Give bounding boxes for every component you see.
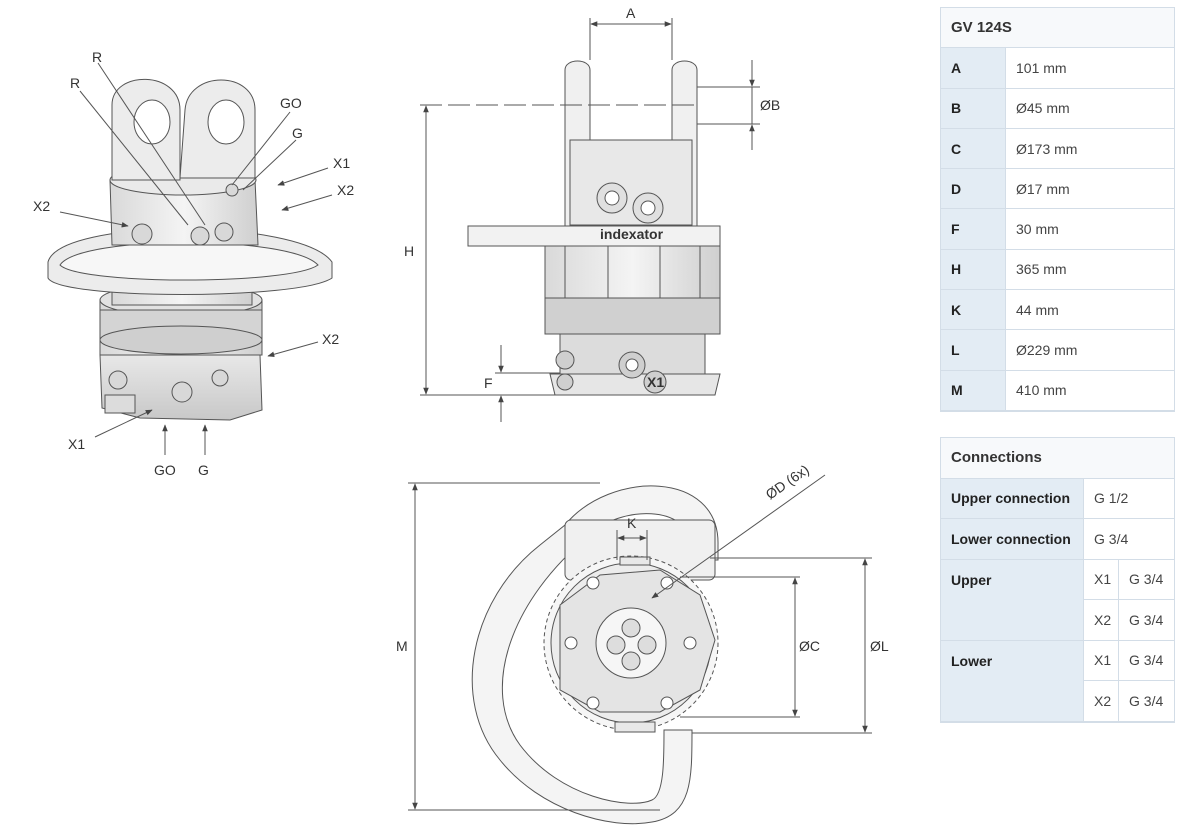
dim-label-m: M — [396, 638, 408, 654]
isometric-leaders — [59, 62, 333, 455]
technical-drawing: R R GO G X1 X2 X2 X2 X1 GO G — [33, 5, 889, 825]
table-row: Upper connection G 1/2 — [941, 478, 1174, 519]
spec-value: Ø229 mm — [1005, 329, 1174, 371]
top-view-dimensions — [408, 474, 872, 811]
port-value: G 3/4 — [1118, 599, 1174, 641]
spec-value: 365 mm — [1005, 249, 1174, 291]
isometric-labels: R R GO G X1 X2 X2 X2 X1 GO G — [33, 49, 354, 478]
iso-label-go-lower: GO — [154, 462, 176, 478]
port-value: G 3/4 — [1118, 559, 1174, 600]
isometric-rotator-view — [47, 78, 333, 421]
upper-connection-value: G 1/2 — [1083, 478, 1174, 519]
iso-label-g-lower: G — [198, 462, 209, 478]
iso-label-x2-upper-left: X2 — [33, 198, 50, 214]
spec-value: 30 mm — [1005, 208, 1174, 250]
dim-label-l: ØL — [870, 638, 889, 654]
spec-label: M — [941, 370, 1006, 411]
spec-label: K — [941, 289, 1006, 331]
dim-label-c: ØC — [799, 638, 820, 654]
connections-table-title: Connections — [941, 438, 1174, 479]
port-value: G 3/4 — [1118, 680, 1174, 722]
port-value: G 3/4 — [1118, 640, 1174, 681]
dim-label-h: H — [404, 243, 414, 259]
dim-label-a: A — [626, 5, 636, 21]
iso-label-r1: R — [92, 49, 102, 65]
spec-label: F — [941, 208, 1006, 250]
spec-value: 44 mm — [1005, 289, 1174, 331]
dim-label-d: ØD (6x) — [763, 461, 812, 502]
spec-value: 410 mm — [1005, 370, 1174, 411]
spec-value: Ø173 mm — [1005, 128, 1174, 170]
spec-label: L — [941, 329, 1006, 371]
table-row: Upper X1 G 3/4 — [941, 559, 1174, 641]
dim-label-k: K — [627, 515, 637, 531]
upper-ports-label: Upper — [941, 559, 1084, 641]
spec-table-title: GV 124S — [941, 8, 1174, 49]
spec-value: Ø17 mm — [1005, 168, 1174, 210]
port-name: X2 — [1083, 680, 1119, 722]
front-view-dimensions — [420, 18, 760, 422]
front-view — [467, 60, 721, 396]
dim-label-b: ØB — [760, 97, 780, 113]
top-view — [471, 485, 719, 825]
iso-label-r2: R — [70, 75, 80, 91]
spec-label: A — [941, 47, 1006, 89]
port-name: X1 — [1083, 640, 1119, 681]
iso-label-x1-upper: X1 — [333, 155, 350, 171]
iso-label-g-upper: G — [292, 125, 303, 141]
front-view-port-label: X1 — [647, 374, 664, 390]
iso-label-x1-lower: X1 — [68, 436, 85, 452]
table-row: Lower connection G 3/4 — [941, 518, 1174, 560]
spec-label: H — [941, 249, 1006, 291]
iso-label-go-upper: GO — [280, 95, 302, 111]
table-row: Lower X1 G 3/4 — [941, 640, 1174, 722]
upper-connection-label: Upper connection — [941, 478, 1084, 519]
front-view-logo: indexator — [600, 226, 664, 242]
lower-connection-value: G 3/4 — [1083, 518, 1174, 560]
spec-value: 101 mm — [1005, 47, 1174, 89]
lower-ports-label: Lower — [941, 640, 1084, 722]
spec-label: C — [941, 128, 1006, 170]
lower-connection-label: Lower connection — [941, 518, 1084, 560]
table-row: X2 G 3/4 — [941, 680, 1174, 722]
dim-label-f: F — [484, 375, 493, 391]
spec-label: B — [941, 88, 1006, 129]
spec-value: Ø45 mm — [1005, 88, 1174, 129]
iso-label-x2-lower: X2 — [322, 331, 339, 347]
table-row: X2 G 3/4 — [941, 599, 1174, 641]
iso-label-x2-upper-right: X2 — [337, 182, 354, 198]
port-name: X1 — [1083, 559, 1119, 600]
spec-label: D — [941, 168, 1006, 210]
connections-table: Connections Upper connection G 1/2 Lower… — [940, 437, 1175, 723]
port-name: X2 — [1083, 599, 1119, 641]
